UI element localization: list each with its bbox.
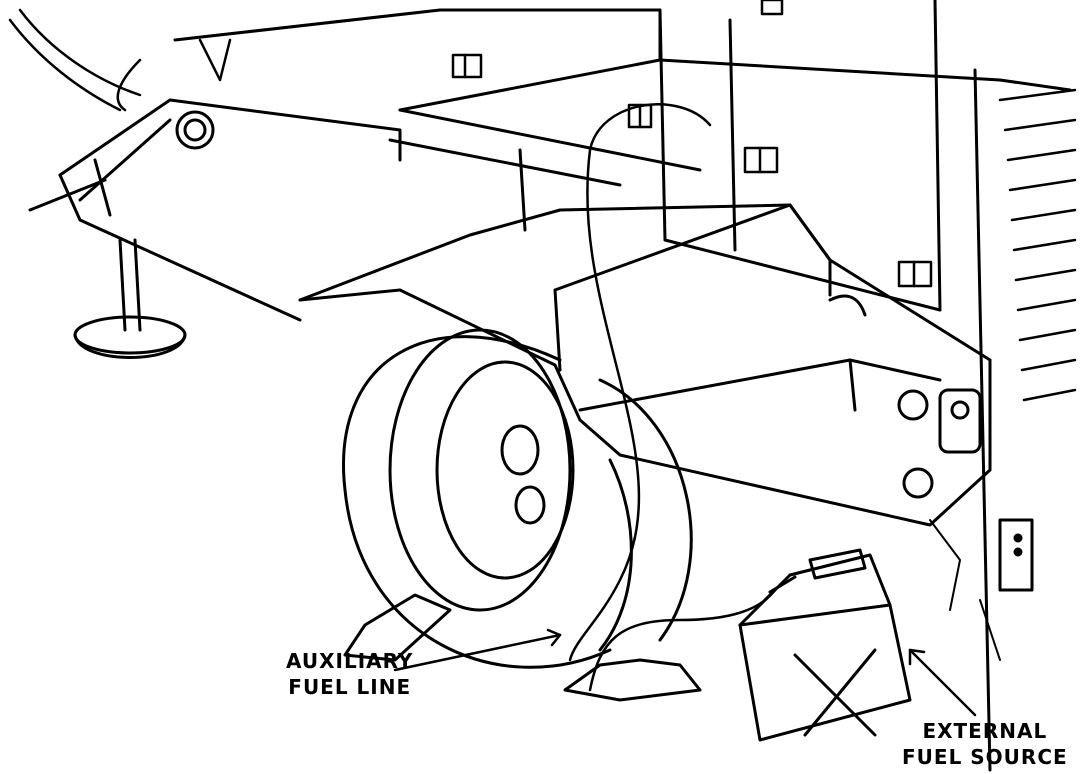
wheel-chocks xyxy=(343,593,702,702)
trailer-tongue xyxy=(28,98,402,322)
jerry-can xyxy=(738,548,912,742)
external-fuel-source-label-line2: FUEL SOURCE xyxy=(902,745,1068,769)
jack-stand xyxy=(73,238,187,359)
ground-line xyxy=(929,519,1001,661)
callout-leaders xyxy=(393,628,977,717)
towing-chain xyxy=(8,8,232,112)
auxiliary-fuel-line-label: AUXILIARY FUEL LINE xyxy=(286,648,413,700)
external-fuel-source-label-line1: EXTERNAL xyxy=(922,719,1048,743)
equipment-wall xyxy=(173,0,1072,772)
wheel-tire xyxy=(342,328,693,669)
external-fuel-source-label: EXTERNAL FUEL SOURCE xyxy=(902,718,1068,770)
fender-deck xyxy=(298,203,992,527)
wall-latches xyxy=(451,0,933,288)
auxiliary-fuel-line-label-line1: AUXILIARY xyxy=(286,649,414,673)
vent-grille xyxy=(998,88,1077,402)
auxiliary-fuel-line-label-line2: FUEL LINE xyxy=(288,675,412,699)
auxiliary-fuel-line-hose xyxy=(568,103,777,692)
